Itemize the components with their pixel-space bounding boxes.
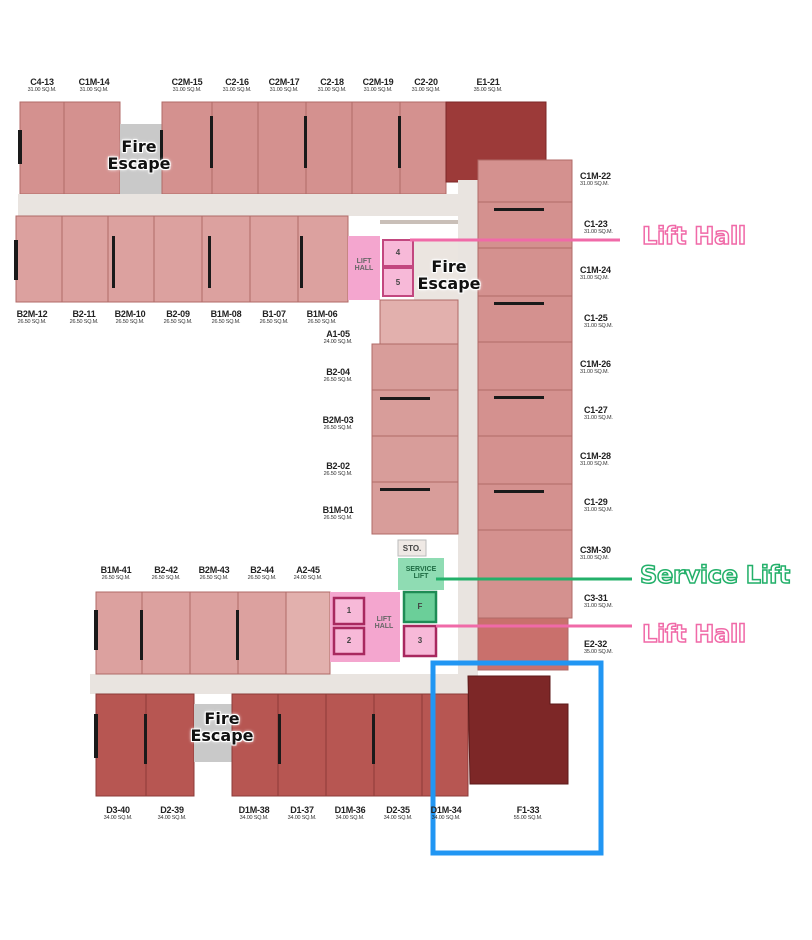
unit-b2-42[interactable] [141,591,191,675]
fire-escape-bottom [194,704,232,762]
b-row-block [15,215,349,303]
unit-c2-16[interactable] [211,101,259,195]
unit-b1-07[interactable] [249,215,299,303]
unit-b2m-03[interactable] [371,389,459,437]
lift-4[interactable] [382,239,414,267]
storage-room [397,539,427,557]
unit-b2m-10[interactable] [107,215,155,303]
corridor-right [458,180,478,680]
unit-b2-09[interactable] [153,215,203,303]
lift-f[interactable] [402,590,438,624]
wall-marks [14,116,544,764]
unit-c2-18[interactable] [305,101,353,195]
unit-b1m-06[interactable] [297,215,349,303]
unit-b2m-43[interactable] [189,591,239,675]
unit-b1m-41[interactable] [95,591,143,675]
unit-a2-45[interactable] [285,591,331,675]
lift-hall-upper [348,236,380,300]
unit-c3m-30[interactable] [477,529,573,579]
lift-1[interactable] [332,596,366,626]
unit-c1m-22[interactable] [477,159,573,203]
unit-b2m-12[interactable] [15,215,63,303]
lift-3[interactable] [402,624,438,658]
fire-escape-top-left [120,124,162,194]
top-unit-block [19,101,547,195]
service-lift-hall [398,558,444,590]
unit-b2-11[interactable] [61,215,109,303]
unit-c4-13[interactable] [19,101,65,195]
unit-c1m-26[interactable] [477,341,573,391]
lift-2[interactable] [332,626,366,656]
unit-c3-31[interactable] [477,577,573,619]
unit-d2-35[interactable] [373,693,423,797]
unit-d3-40[interactable] [95,693,147,797]
unit-d1-37[interactable] [277,693,327,797]
right-unit-block [477,159,573,671]
unit-c2m-17[interactable] [257,101,307,195]
corridor-top [18,194,478,216]
unit-c1m-28[interactable] [477,435,573,485]
upper-core-frame [380,220,458,224]
unit-a1-05[interactable] [379,299,459,345]
bottom-unit-block [95,675,569,797]
lift-5[interactable] [382,267,414,297]
unit-c2m-19[interactable] [351,101,401,195]
highlight-box-f1-33 [430,660,604,856]
lower-row-block [95,591,331,675]
unit-c1m-14[interactable] [63,101,121,195]
unit-f1-33[interactable] [467,675,569,785]
unit-c1m-24[interactable] [477,247,573,297]
corridor-lower [90,674,470,694]
unit-d1m-36[interactable] [325,693,375,797]
unit-d2-39[interactable] [145,693,195,797]
unit-d1m-38[interactable] [231,693,279,797]
unit-b2-44[interactable] [237,591,287,675]
fire-escape-upper [414,240,458,300]
unit-c2m-15[interactable] [161,101,213,195]
unit-b2-04[interactable] [371,343,459,391]
unit-c2-20[interactable] [399,101,447,195]
unit-d1m-34[interactable] [421,693,469,797]
unit-b2-02[interactable] [371,435,459,483]
